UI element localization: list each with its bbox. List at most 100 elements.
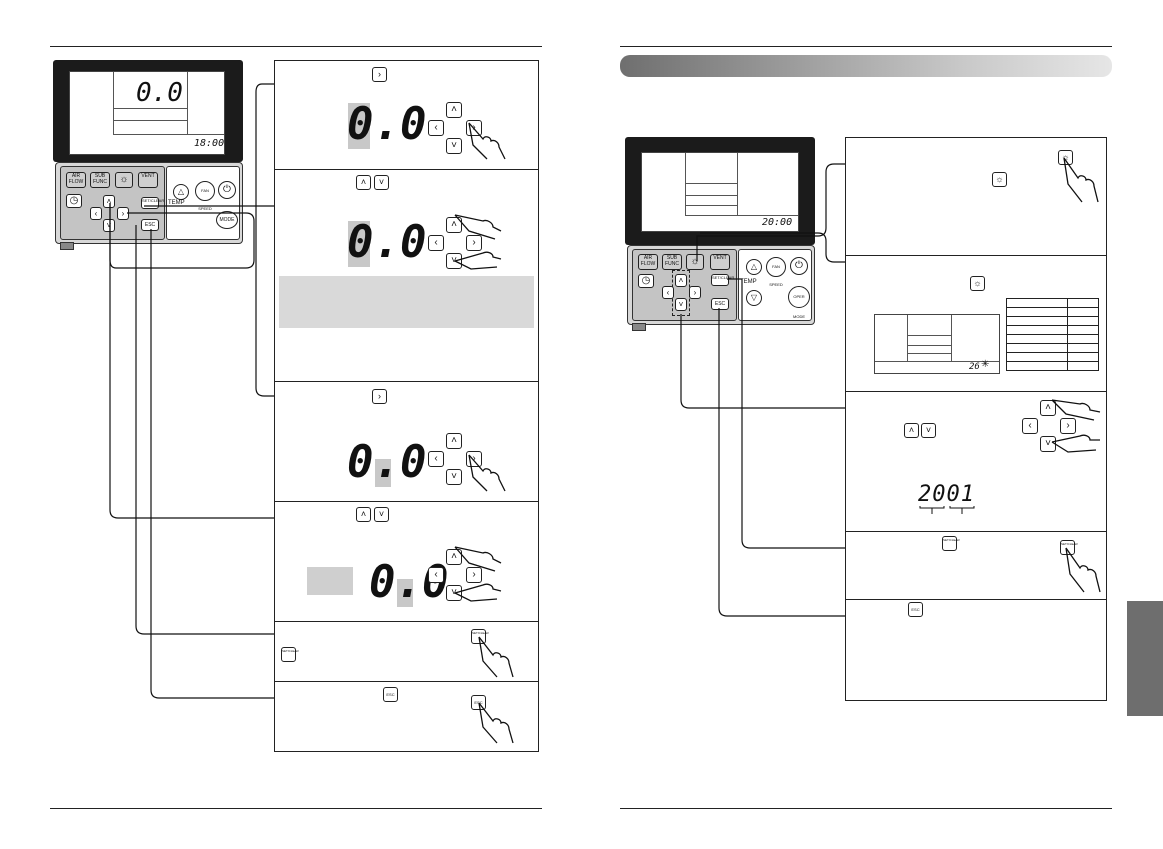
- left-icon: ‹: [434, 569, 438, 580]
- left-sub-func-button[interactable]: SUB FUNC: [90, 172, 110, 188]
- down-icon: ˅: [378, 509, 385, 519]
- sun-icon: ☼: [119, 174, 129, 185]
- step1-hand-icon: [468, 122, 506, 160]
- rstep3-dpad-left: ‹: [1022, 418, 1038, 434]
- step5-hand-icon: [478, 636, 514, 678]
- rstep3-hand-icon-upper: [1051, 399, 1101, 421]
- step3-digit: 0.0: [347, 437, 427, 488]
- right-sub-func-button[interactable]: SUB FUNC: [662, 254, 682, 270]
- up-icon: ˄: [451, 551, 457, 562]
- up-icon: ˄: [1045, 402, 1051, 413]
- chapter-side-tab: [1127, 601, 1163, 716]
- left-icon: ‹: [434, 122, 438, 133]
- step1-dpad-down: ˅: [446, 138, 462, 154]
- step4-blank-box: [307, 567, 353, 595]
- step2-dpad-right: ›: [466, 235, 482, 251]
- left-sun-button[interactable]: ☼: [115, 172, 133, 188]
- left-timer-button[interactable]: ◷: [66, 194, 82, 208]
- step3-hand-icon: [468, 454, 506, 492]
- up-icon: ˄: [451, 435, 457, 446]
- down-icon: ˅: [106, 221, 112, 230]
- down-icon: ˅: [378, 177, 385, 187]
- rstep2-code-table: [1006, 298, 1099, 371]
- step2-hand-icon-upper: [454, 214, 502, 240]
- right-down-button[interactable]: ˅: [675, 298, 687, 311]
- left-temp-label: TEMP: [168, 200, 185, 206]
- right-bottom-rule: [620, 808, 1112, 809]
- down-icon: ˅: [1045, 438, 1051, 449]
- right-top-rule: [620, 46, 1112, 47]
- rstep1-sun-key-b: ☼: [992, 172, 1007, 187]
- right-oper-mode-button[interactable]: OPER MODE: [788, 286, 810, 319]
- left-mode-button[interactable]: MODE: [216, 211, 238, 229]
- right-icon: ›: [472, 237, 476, 248]
- up-icon: ˄: [908, 425, 915, 435]
- step4-down-key: ˅: [374, 507, 389, 522]
- left-vent-button[interactable]: VENT: [138, 172, 158, 188]
- right-fan-speed-button[interactable]: FAN SPEED: [766, 257, 786, 287]
- right-right-button[interactable]: ›: [689, 286, 701, 299]
- rstep2-sun-key: ☼: [970, 276, 985, 291]
- rstep3-code: 2001: [918, 482, 975, 507]
- left-left-button[interactable]: ‹: [90, 207, 102, 220]
- sun-icon: ☼: [995, 174, 1004, 184]
- down-icon: ˅: [451, 255, 457, 266]
- step5-set-clear-key: SET/CLEAR: [281, 647, 299, 662]
- right-icon: ›: [472, 453, 476, 464]
- rstep4-set-clear-key: SET/CLEAR: [942, 536, 960, 551]
- right-set-clear-button[interactable]: SET/CLEAR: [711, 274, 734, 286]
- rstep3-dpad-right: ›: [1060, 418, 1076, 434]
- left-fan-speed-button[interactable]: FAN SPEED: [195, 181, 215, 211]
- clock-icon: ◷: [69, 195, 79, 206]
- right-timer-button[interactable]: ◷: [638, 274, 654, 288]
- step2-dpad-down: ˅: [446, 253, 462, 269]
- step1-right-key: ›: [372, 67, 387, 82]
- left-power-button[interactable]: ⏻: [218, 181, 236, 199]
- step3-right-key: ›: [372, 389, 387, 404]
- step2-hand-icon-lower: [454, 251, 502, 270]
- down-icon: ˅: [925, 425, 932, 435]
- step3-dpad-down: ˅: [446, 469, 462, 485]
- up-icon: ˄: [451, 219, 457, 230]
- left-temp-button[interactable]: △: [173, 184, 189, 200]
- left-down-button[interactable]: ˅: [103, 219, 115, 232]
- left-icon: ‹: [1028, 420, 1032, 431]
- step4-hand-icon-upper: [454, 546, 502, 572]
- rstep3-code-brackets: [919, 506, 975, 514]
- up-icon: ˄: [106, 197, 112, 206]
- step2-dpad-up: ˄: [446, 217, 462, 233]
- left-icon: ‹: [434, 453, 438, 464]
- step4-dpad-down: ˅: [446, 585, 462, 601]
- down-icon: ˅: [678, 300, 684, 309]
- left-icon: ‹: [94, 209, 98, 218]
- step1-dpad-up: ˄: [446, 102, 462, 118]
- left-icon: ‹: [434, 237, 438, 248]
- right-temp-up-button[interactable]: △: [746, 259, 762, 275]
- right-esc-button[interactable]: ESC: [711, 298, 729, 310]
- right-lcd-time: 20:00: [762, 217, 793, 228]
- right-left-button[interactable]: ‹: [662, 286, 674, 299]
- right-power-button[interactable]: ⏻: [790, 257, 808, 275]
- up-icon: ˄: [678, 276, 684, 285]
- step1-dpad-left: ‹: [428, 120, 444, 136]
- right-temp-down-button[interactable]: ▽: [746, 290, 762, 306]
- right-icon: ›: [121, 209, 125, 218]
- right-sun-button[interactable]: ☼: [686, 254, 704, 270]
- right-up-button[interactable]: ˄: [675, 274, 687, 287]
- down-icon: ˅: [451, 471, 457, 482]
- right-icon: ›: [378, 69, 381, 79]
- right-air-flow-button[interactable]: AIR FLOW: [638, 254, 658, 270]
- right-icon: ›: [1066, 420, 1070, 431]
- right-vent-button[interactable]: VENT: [710, 254, 730, 270]
- step4-dpad-up: ˄: [446, 549, 462, 565]
- left-up-button[interactable]: ˄: [103, 195, 115, 208]
- down-icon: ˅: [451, 587, 457, 598]
- step2-dpad-left: ‹: [428, 235, 444, 251]
- power-icon: ⏻: [223, 184, 231, 195]
- left-esc-button[interactable]: ESC: [141, 219, 159, 231]
- left-air-flow-button[interactable]: AIR FLOW: [66, 172, 86, 188]
- step4-dpad-left: ‹: [428, 567, 444, 583]
- step6-hand-icon: [478, 702, 514, 744]
- left-steps-panel: › 0.0 ˄ ‹ › ˅ ˄ ˅ 0.0 ˄ ‹ › ˅ › 0.0 ˄ ‹ …: [274, 60, 539, 752]
- sun-icon: ☼: [973, 278, 982, 288]
